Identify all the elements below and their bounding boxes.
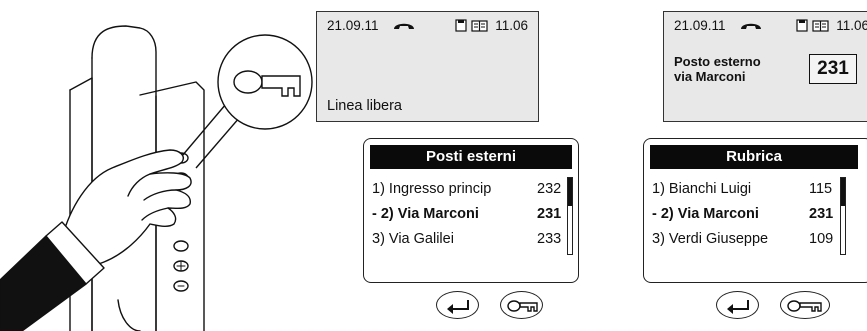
- menu-title: Posti esterni: [370, 145, 572, 169]
- menu-item-value: 232: [537, 181, 562, 197]
- menu-rubrica: Rubrica 1) Bianchi Luigi 115 - 2) Via Ma…: [643, 138, 867, 283]
- key-icon: [507, 300, 538, 312]
- menu-title: Rubrica: [650, 145, 858, 169]
- handset-icon: [741, 23, 761, 29]
- enter-icon: [727, 300, 749, 314]
- enter-icon: [447, 300, 469, 314]
- status-time: 11.06: [495, 18, 528, 33]
- enter-button[interactable]: [436, 291, 479, 319]
- menu-scrollbar[interactable]: [567, 177, 573, 255]
- enter-button[interactable]: [716, 291, 759, 319]
- menu-item-label[interactable]: 3) Verdi Giuseppe: [652, 231, 769, 247]
- lcd-screen-calling: 21.09.11 11.06 Posto esterno via Marconi…: [663, 11, 867, 122]
- menu-item-value-selected: 231: [809, 206, 834, 222]
- menu-item-value: 233: [537, 231, 562, 247]
- key-button[interactable]: [500, 291, 543, 319]
- caller-code-box: 231: [809, 54, 857, 84]
- menu-scrollbar-thumb[interactable]: [568, 178, 572, 206]
- menu-item-label-selected[interactable]: - 2) Via Marconi: [652, 206, 759, 222]
- caller-label-line1: Posto esterno: [674, 54, 761, 69]
- status-date: 21.09.11: [674, 18, 726, 33]
- menu-item-label[interactable]: 3) Via Galilei: [372, 231, 454, 247]
- key-icon: [787, 300, 822, 312]
- caller-label-line2: via Marconi: [674, 69, 746, 84]
- key-button[interactable]: [780, 291, 830, 319]
- memory-card-icon: [455, 19, 467, 32]
- lcd-screen-idle: 21.09.11 11.06 Linea libera: [316, 11, 539, 122]
- menu-scrollbar[interactable]: [840, 177, 846, 255]
- status-date: 21.09.11: [327, 18, 379, 33]
- menu-item-value-selected: 231: [537, 206, 562, 222]
- menu-item-value: 115: [809, 181, 833, 197]
- menu-posti-esterni: Posti esterni 1) Ingresso princip 232 - …: [363, 138, 579, 283]
- status-time: 11.06: [836, 18, 867, 33]
- menu-item-label-selected[interactable]: - 2) Via Marconi: [372, 206, 479, 222]
- memory-card-icon: [796, 19, 808, 32]
- list-icon: [471, 19, 488, 32]
- menu-scrollbar-thumb[interactable]: [841, 178, 845, 206]
- list-icon: [812, 19, 829, 32]
- menu-item-value: 109: [809, 231, 834, 247]
- intercom-illustration: [0, 25, 313, 331]
- handset-icon: [394, 23, 414, 29]
- menu-item-label[interactable]: 1) Bianchi Luigi: [652, 181, 752, 197]
- menu-item-label[interactable]: 1) Ingresso princip: [372, 181, 492, 197]
- line-status-message: Linea libera: [327, 98, 402, 114]
